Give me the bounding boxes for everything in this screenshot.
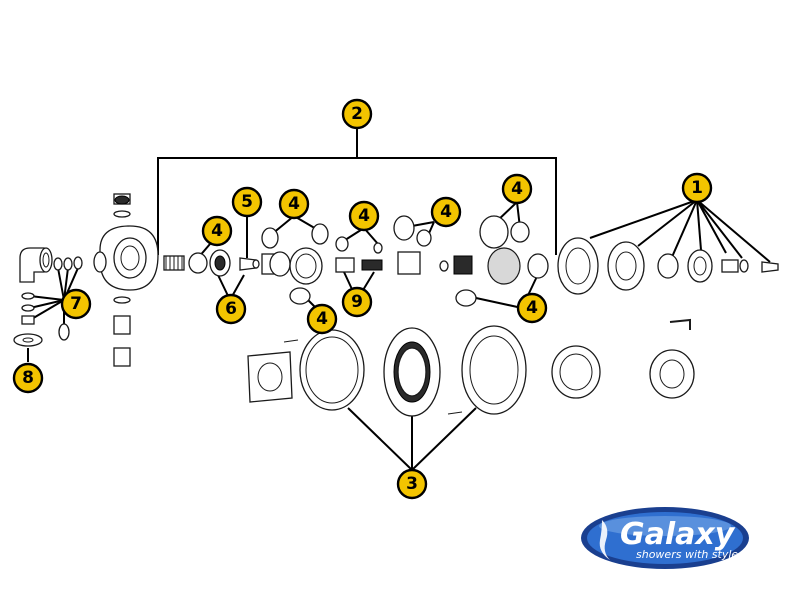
hex-key-and-knob	[649, 318, 695, 399]
valve-body	[93, 193, 159, 367]
callout-9: 9	[341, 286, 373, 318]
callout-4e: 4	[501, 173, 533, 205]
elbow-o-rings	[53, 256, 83, 271]
cartridge-seat	[261, 227, 291, 277]
elbow-fitting	[19, 247, 53, 283]
o-ring-4a	[188, 252, 208, 274]
callout-2: 2	[341, 98, 373, 130]
logo-figure-icon	[599, 520, 610, 560]
mounting-ring	[383, 327, 463, 417]
callout-8-label: 8	[22, 368, 34, 388]
callout-7-label: 7	[70, 294, 82, 314]
callout-4a: 4	[201, 215, 233, 247]
right-assembly-1	[557, 237, 779, 295]
callout-4e-label: 4	[511, 179, 523, 199]
logo-brand: Galaxy	[620, 517, 736, 552]
logo-highlight	[599, 516, 731, 536]
hub-part-6a	[209, 249, 231, 277]
leader-3-fan	[347, 407, 477, 471]
callout-4c-label: 4	[358, 206, 370, 226]
callout-4b-label: 4	[288, 194, 300, 214]
galaxy-logo: Galaxy showers with style	[581, 507, 749, 569]
cartridge-parts-9	[335, 236, 383, 273]
callout-5: 5	[231, 186, 263, 218]
o-ring-4g	[289, 287, 311, 305]
callout-1: 1	[681, 172, 713, 204]
control-knob	[551, 345, 601, 399]
spring	[163, 255, 185, 271]
callout-4f-label: 4	[526, 298, 538, 318]
callout-4c: 4	[348, 200, 380, 232]
callout-4a-label: 4	[211, 221, 223, 241]
leader-1-fan	[589, 199, 771, 263]
callout-4b: 4	[278, 188, 310, 220]
middle-assembly	[393, 215, 549, 307]
callout-4d-label: 4	[440, 202, 452, 222]
left-nuts-washers	[13, 292, 70, 347]
callout-8: 8	[12, 362, 44, 394]
callout-2-label: 2	[351, 104, 363, 124]
pin-part-5	[239, 257, 260, 271]
callout-6: 6	[215, 293, 247, 325]
leader-lines	[27, 127, 771, 471]
trim-plate-right	[461, 325, 527, 415]
leader-2-bracket	[157, 127, 557, 255]
logo-tagline: showers with style	[636, 548, 738, 561]
callout-4g: 4	[306, 303, 338, 335]
logo-inner-ellipse	[587, 512, 743, 564]
callout-3-label: 3	[406, 474, 418, 494]
callout-4f: 4	[516, 292, 548, 324]
callout-7: 7	[60, 288, 92, 320]
callout-4d: 4	[430, 196, 462, 228]
callout-3: 3	[396, 468, 428, 500]
callout-6-label: 6	[225, 299, 237, 319]
lower-mount-plate	[247, 339, 299, 403]
callout-1-label: 1	[691, 178, 703, 198]
disc-housing	[289, 223, 329, 285]
callout-5-label: 5	[241, 192, 253, 212]
callout-4g-label: 4	[316, 309, 328, 329]
trim-plate-left	[299, 329, 365, 411]
callout-9-label: 9	[351, 292, 363, 312]
